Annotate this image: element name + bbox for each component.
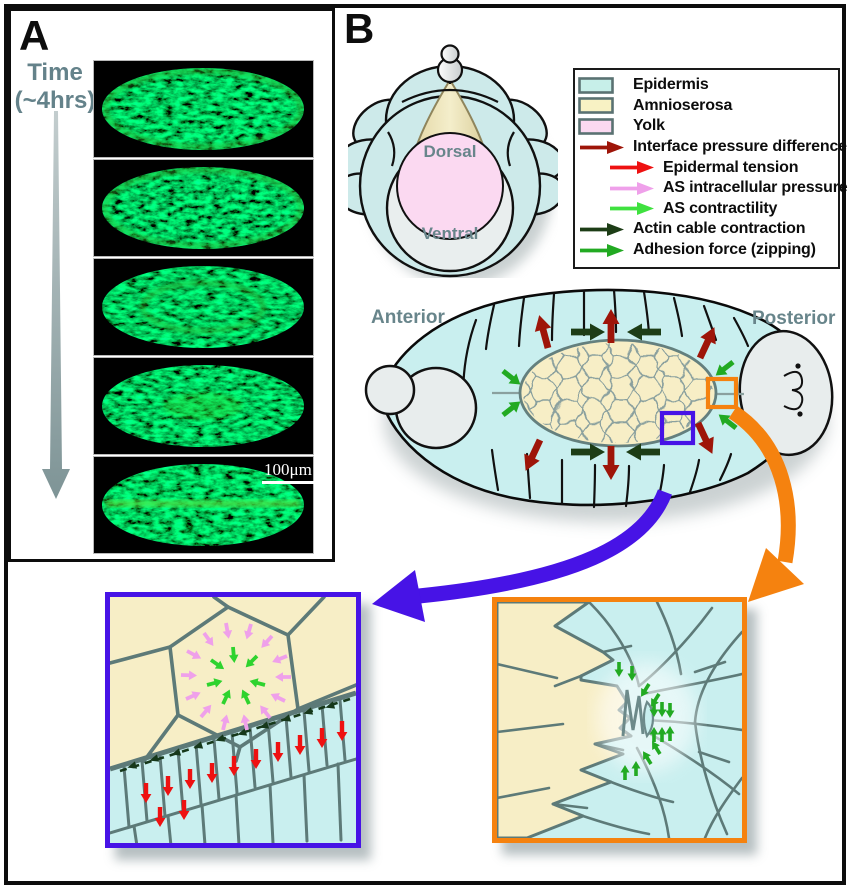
legend-item-yolk: Yolk	[575, 116, 838, 137]
ventral-label: Ventral	[421, 224, 479, 243]
pink-arrow-icon	[608, 181, 658, 196]
red-arrow-icon	[608, 160, 658, 175]
legend: Epidermis Amnioserosa Yolk Interface pre…	[573, 68, 848, 269]
scale-bar: 100μm	[262, 460, 314, 484]
time-label: Time (~4hrs)	[13, 59, 97, 114]
legend-item-actin-cable: Actin cable contraction	[575, 219, 838, 240]
as-epidermis-interface	[110, 690, 356, 772]
purple-roi-box	[659, 410, 696, 446]
legend-item-interface-pressure: Interface pressure difference	[575, 137, 847, 158]
as-cell-walls	[110, 597, 356, 763]
time-label-line2: (~4hrs)	[14, 86, 96, 114]
micrograph-2	[93, 159, 314, 257]
amnioserosa-cell-mesh	[523, 343, 713, 443]
green-arrow-icon	[578, 243, 628, 258]
anterior-label: Anterior	[371, 307, 445, 328]
epidermis-swatch-icon	[578, 76, 628, 94]
orange-inset	[492, 597, 747, 843]
legend-item-as-contractility: AS contractility	[575, 199, 838, 220]
legend-item-epidermal-tension: Epidermal tension	[575, 157, 838, 178]
yolk-swatch-icon	[578, 118, 628, 135]
cross-section-yolk	[396, 132, 504, 240]
light-green-arrow-icon	[608, 201, 658, 216]
micrograph-1	[93, 60, 314, 158]
legend-item-amnioserosa: Amnioserosa	[575, 96, 838, 117]
panel-b-label: B	[344, 5, 375, 52]
legend-item-adhesion-force: Adhesion force (zipping)	[575, 240, 838, 261]
orange-roi-box	[705, 376, 739, 410]
micrograph-5: 100μm	[93, 456, 314, 554]
dark-red-arrow-icon	[578, 140, 628, 155]
cross-section-diagram	[348, 44, 558, 278]
legend-item-epidermis: Epidermis	[575, 75, 838, 96]
dark-green-arrow-icon	[578, 222, 628, 237]
anterior-head	[364, 364, 478, 450]
actin-cable-dashes	[119, 697, 351, 773]
micrograph-3	[93, 258, 314, 356]
cross-section-knob	[436, 44, 464, 84]
micrograph-4	[93, 357, 314, 455]
posterior-label: Posterior	[752, 308, 836, 329]
dorsal-label: Dorsal	[423, 142, 477, 161]
legend-item-as-pressure: AS intracellular pressure	[575, 178, 848, 199]
as-cell-spikes	[497, 644, 633, 810]
time-label-line1: Time	[27, 59, 83, 86]
panel-a-label: A	[19, 12, 50, 59]
panel-a: A Time (~4hrs)	[8, 8, 335, 562]
lateral-embryo-diagram	[364, 288, 834, 522]
time-arrow-icon	[42, 111, 70, 499]
purple-inset	[105, 592, 361, 848]
amnioserosa-swatch-icon	[578, 97, 628, 115]
